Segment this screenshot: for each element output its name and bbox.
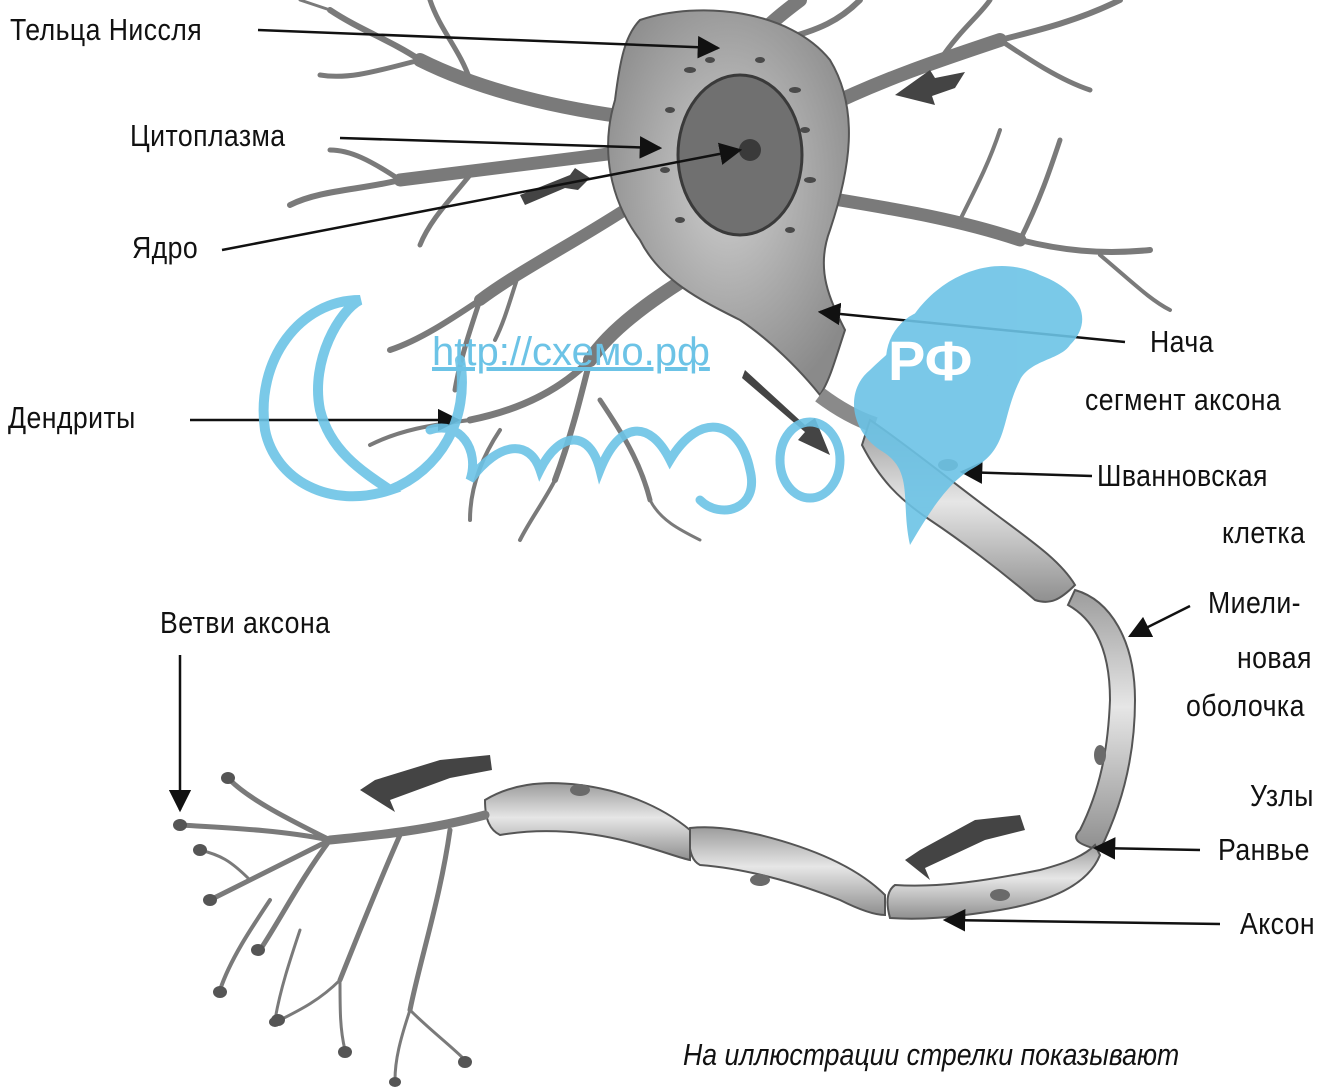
label-ranvier-line1: Узлы bbox=[1250, 778, 1314, 814]
label-ranvier-line2: Ранвье bbox=[1218, 832, 1310, 868]
label-cytoplasm: Цитоплазма bbox=[130, 118, 286, 154]
label-schwann-cell-line1: Шванновская bbox=[1097, 458, 1268, 494]
label-initial-segment-line2: сегмент аксона bbox=[1085, 382, 1281, 418]
caption: На иллюстрации стрелки показывают bbox=[683, 1037, 1179, 1073]
watermark-badge-text: РФ bbox=[888, 328, 972, 393]
label-myelin-line2: новая bbox=[1237, 640, 1312, 676]
nucleolus bbox=[739, 139, 761, 161]
label-nucleus: Ядро bbox=[132, 230, 198, 266]
label-nissl-bodies: Тельца Ниссля bbox=[10, 12, 202, 48]
label-myelin-line1: Миели- bbox=[1208, 585, 1301, 621]
label-dendrites: Дендриты bbox=[8, 400, 136, 436]
label-axon: Аксон bbox=[1240, 906, 1315, 942]
label-axon-branches: Ветви аксона bbox=[160, 605, 330, 641]
label-schwann-cell-line2: клетка bbox=[1222, 515, 1305, 551]
axon-branches bbox=[180, 780, 485, 1080]
label-myelin-line3: оболочка bbox=[1186, 688, 1305, 724]
watermark-url[interactable]: http://схемо.рф bbox=[432, 330, 710, 375]
label-initial-segment-line1: Нача bbox=[1150, 324, 1214, 360]
watermark-script-tail bbox=[430, 427, 752, 510]
nucleus bbox=[678, 75, 802, 235]
